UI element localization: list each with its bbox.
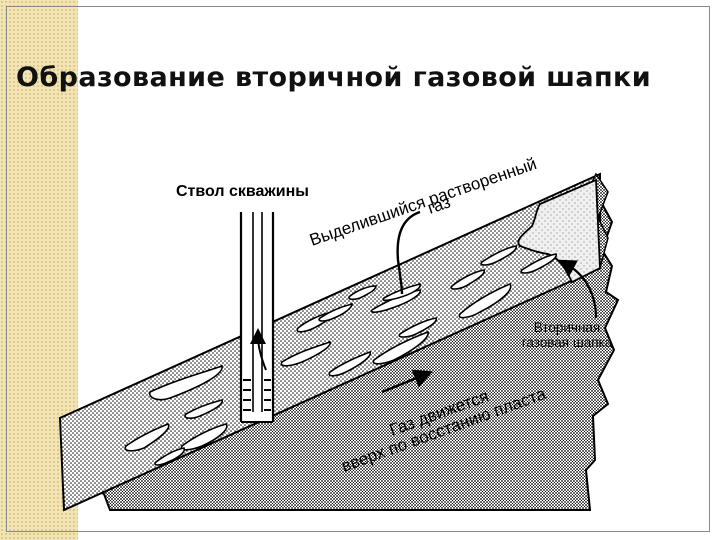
gas-bubble	[318, 302, 353, 322]
wellbore-flow-arrow	[250, 328, 267, 371]
gas-bubble	[348, 285, 377, 301]
gas-bubble	[280, 341, 331, 367]
gas-flow-direction-arrow	[381, 369, 433, 394]
gas-bubble	[480, 245, 518, 266]
wellbore	[239, 212, 275, 423]
dissolved-gas-pointer	[396, 210, 421, 295]
slide-title: Образование вторичной газовой шапки	[16, 62, 652, 93]
secondary-gas-cap-label: Вторичная	[534, 320, 600, 335]
gas-bubble	[148, 364, 223, 401]
decorative-side-strip	[0, 0, 78, 540]
gas-bubble	[398, 317, 438, 338]
wellbore-label: Ствол скважины	[176, 183, 309, 200]
gas-bubble	[124, 423, 170, 452]
gas-bubble	[154, 447, 186, 466]
gas-cap-pointer-arrow	[558, 259, 598, 319]
gas-bubble	[520, 253, 558, 274]
perforations	[243, 379, 271, 411]
gas-bubble	[450, 269, 486, 290]
secondary-gas-cap-label-2: газовая шапка	[522, 335, 613, 350]
gas-bubbles	[124, 245, 558, 466]
wellbore-annulus	[241, 212, 273, 422]
gas-bubble	[458, 283, 512, 319]
gas-bubble	[180, 423, 228, 451]
gas-bubble	[372, 330, 429, 365]
gas-bubble	[184, 399, 223, 419]
gas-bubble	[328, 350, 371, 377]
